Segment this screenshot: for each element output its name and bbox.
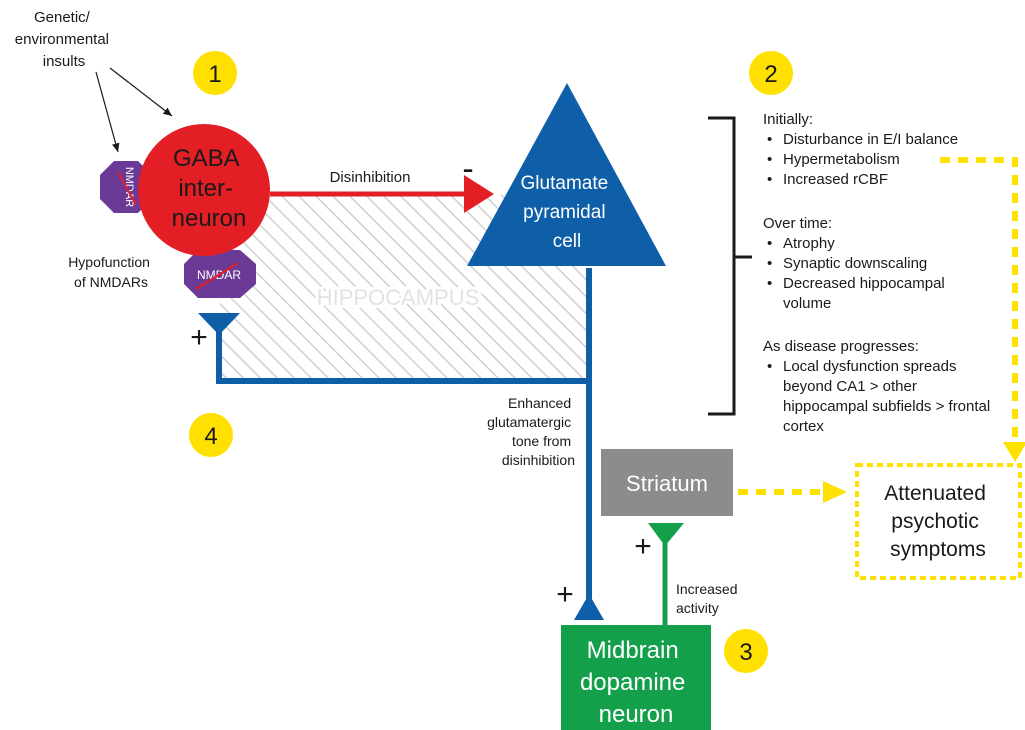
over-time-item-3: Decreased hippocampal volume [763, 274, 993, 314]
over-time-item-1: Atrophy [763, 234, 993, 254]
dashed-arrowhead-down [1003, 442, 1025, 462]
insults-line-1: Genetic/ [34, 9, 91, 26]
badge-1: 1 [193, 51, 237, 95]
midbrain-terminal [574, 594, 604, 620]
hypofunction-line-2: of NMDARs [74, 274, 148, 290]
initially-item-2: Hypermetabolism [763, 150, 1025, 170]
plus-midbrain: + [556, 578, 574, 611]
initially-item-3: Increased rCBF [763, 170, 1025, 190]
hypofunction-label: Hypofunction of NMDARs [68, 254, 154, 290]
effects-bracket [708, 116, 752, 416]
progression-item-1: Local dysfunction spreads beyond CA1 > o… [763, 357, 1003, 437]
striatum-box [601, 449, 733, 516]
increased-line-2: activity [676, 600, 719, 616]
midbrain-line-2: dopamine [580, 669, 685, 696]
disinhibition-label: Disinhibition [330, 169, 411, 186]
enhanced-line-3: tone from [512, 433, 571, 449]
nmdar-top-strike [117, 171, 137, 206]
effects-panel-progression: As disease progresses: Local dysfunction… [763, 337, 1003, 437]
glutamate-cell-shape [467, 83, 666, 266]
gaba-line-1: GABA [173, 145, 240, 172]
effects-panel-over-time: Over time: Atrophy Synaptic downscaling … [763, 214, 993, 314]
insult-arrow-left [95, 71, 120, 153]
initially-list: Disturbance in E/I balance Hypermetaboli… [763, 130, 1025, 190]
badge-3-label: 3 [739, 639, 752, 666]
progression-list: Local dysfunction spreads beyond CA1 > o… [763, 357, 1003, 437]
enhanced-line-2: glutamatergic [487, 414, 571, 430]
badge-3: 3 [724, 629, 768, 673]
over-time-item-2: Synaptic downscaling [763, 254, 993, 274]
over-time-list: Atrophy Synaptic downscaling Decreased h… [763, 234, 993, 314]
effects-panel-initially: Initially: Disturbance in E/I balance Hy… [763, 110, 1025, 190]
attenuated-line-1: Attenuated [884, 482, 986, 505]
increased-line-1: Increased [676, 581, 737, 597]
glutamate-label: Glutamate pyramidal cell [521, 173, 614, 252]
gaba-label: GABA inter- neuron [172, 145, 247, 232]
badge-4-label: 4 [204, 423, 217, 450]
plus-striatum: + [634, 530, 652, 563]
minus-sign: - [462, 150, 473, 188]
glutamate-line-2: pyramidal [523, 202, 605, 223]
nmdar-bottom-strike [195, 262, 239, 290]
midbrain-line-1: Midbrain [587, 637, 679, 664]
enhanced-line-1: Enhanced [508, 395, 571, 411]
enhanced-tone-label: Enhanced glutamatergic tone from disinhi… [487, 395, 575, 468]
midbrain-line-3: neuron [599, 701, 674, 728]
insults-label: Genetic/ environmental insults [15, 9, 113, 70]
gaba-line-3: neuron [172, 205, 247, 232]
striatum-terminal [648, 523, 684, 546]
hippocampus-label-fill: HIPPOCAMPUS [317, 285, 480, 310]
initially-item-1: Disturbance in E/I balance [763, 130, 1025, 150]
badge-1-label: 1 [208, 61, 221, 88]
attenuated-line-3: symptoms [890, 538, 986, 561]
hypofunction-line-1: Hypofunction [68, 254, 150, 270]
plus-feedback: + [190, 321, 208, 354]
glutamate-line-1: Glutamate [521, 173, 609, 194]
enhanced-line-4: disinhibition [502, 452, 575, 468]
feedback-loop-line [216, 268, 592, 384]
badge-2: 2 [749, 51, 793, 95]
attenuated-symptoms-box [855, 463, 1022, 580]
gaba-cell-shape [138, 124, 270, 256]
badge-4: 4 [189, 413, 233, 457]
increased-activity-label: Increased activity [676, 581, 741, 616]
disinhibition-terminal [464, 175, 494, 213]
striatum-label: Striatum [626, 471, 708, 496]
attenuated-label: Attenuated psychotic symptoms [884, 482, 991, 561]
over-time-heading: Over time: [763, 215, 833, 232]
midbrain-box [561, 625, 711, 730]
hippocampus-label: HIPPOCAMPUS [317, 285, 480, 310]
midbrain-label: Midbrain dopamine neuron [580, 637, 692, 728]
attenuated-line-2: psychotic [891, 510, 979, 533]
insult-arrow-right [109, 67, 173, 117]
initially-heading: Initially: [763, 111, 814, 128]
insults-line-3: insults [43, 53, 86, 70]
dashed-arrowhead-right [823, 481, 847, 503]
gaba-line-2: inter- [178, 175, 233, 202]
glutamate-line-3: cell [553, 231, 582, 252]
feedback-terminal [198, 313, 240, 335]
progression-heading: As disease progresses: [763, 338, 919, 355]
badge-2-label: 2 [764, 61, 777, 88]
insults-line-2: environmental [15, 31, 109, 48]
